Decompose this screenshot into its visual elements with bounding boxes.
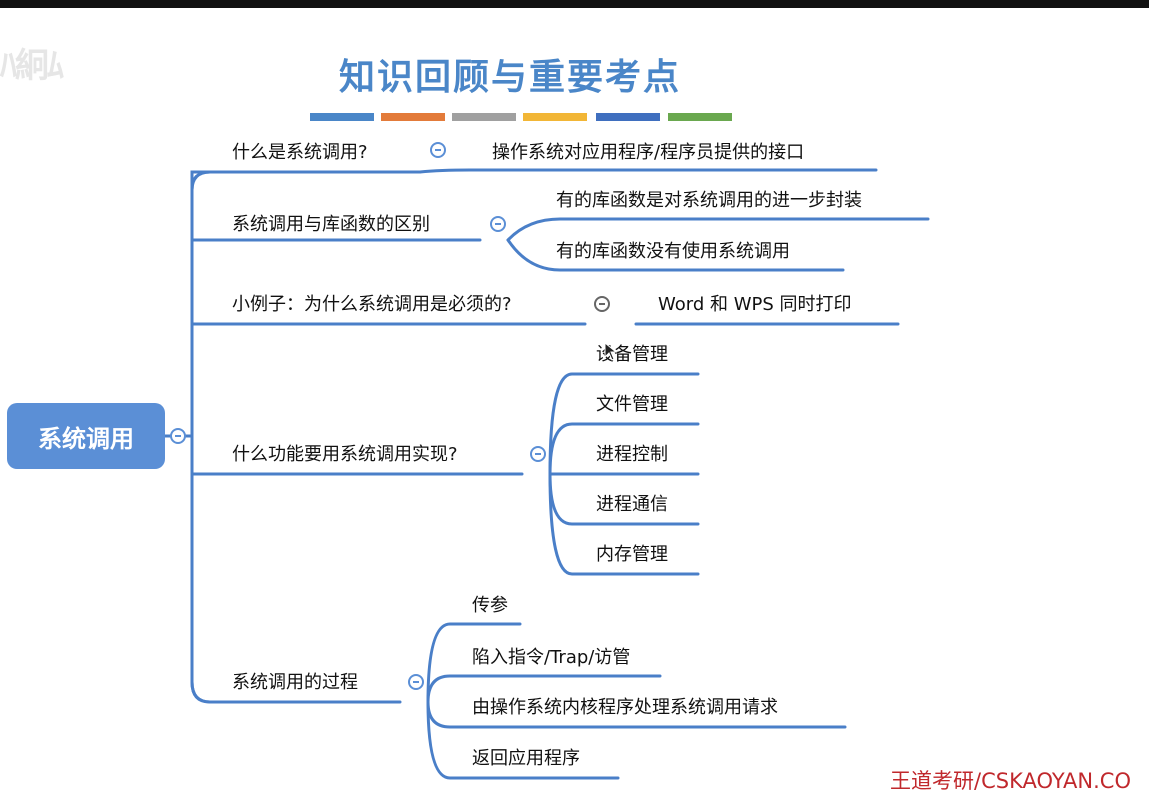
leaf-5-3[interactable]: 由操作系统内核程序处理系统调用请求 [472,697,778,718]
swatch-yellow [523,113,587,121]
collapse-toggle-branch-3[interactable] [594,296,610,312]
swatch-orange [381,113,445,121]
leaf-2-2[interactable]: 有的库函数没有使用系统调用 [556,241,790,262]
swatch-blue [310,113,374,121]
collapse-toggle-branch-1[interactable] [430,142,446,158]
collapse-toggle-root[interactable] [170,428,186,444]
leaf-4-1[interactable]: 设备管理 [596,344,668,365]
leaf-1-1[interactable]: 操作系统对应用程序/程序员提供的接口 [492,142,805,163]
top-bar [0,0,1149,8]
leaf-5-1[interactable]: 传参 [472,595,508,616]
collapse-toggle-branch-4[interactable] [530,446,546,462]
leaf-4-2[interactable]: 文件管理 [596,394,668,415]
swatch-gray [452,113,516,121]
page-title: 知识回顾与重要考点 [338,57,681,98]
collapse-toggle-branch-5[interactable] [408,674,424,690]
watermark-logo: ﾊ絅ﾑ [0,46,64,86]
leaf-5-2[interactable]: 陷入指令/Trap/访管 [472,647,631,668]
branch-label-2[interactable]: 系统调用与库函数的区别 [232,214,430,235]
leaf-5-4[interactable]: 返回应用程序 [472,748,580,769]
branch-label-5[interactable]: 系统调用的过程 [232,672,358,693]
root-node[interactable]: 系统调用 [7,403,165,469]
leaf-4-3[interactable]: 进程控制 [596,444,668,465]
leaf-4-5[interactable]: 内存管理 [596,544,668,565]
mouse-cursor-icon [604,342,618,361]
branch-label-4[interactable]: 什么功能要用系统调用实现? [232,444,458,465]
branch-label-1[interactable]: 什么是系统调用? [232,142,368,163]
collapse-toggle-branch-2[interactable] [490,216,506,232]
footer-watermark: 王道考研/CSKAOYAN.CO [890,769,1131,793]
swatch-green [668,113,732,121]
leaf-2-1[interactable]: 有的库函数是对系统调用的进一步封装 [556,190,862,211]
leaf-4-4[interactable]: 进程通信 [596,494,668,515]
branch-label-3[interactable]: 小例子：为什么系统调用是必须的? [232,294,512,315]
swatch-darkblue [596,113,660,121]
leaf-3-1[interactable]: Word 和 WPS 同时打印 [658,294,852,315]
